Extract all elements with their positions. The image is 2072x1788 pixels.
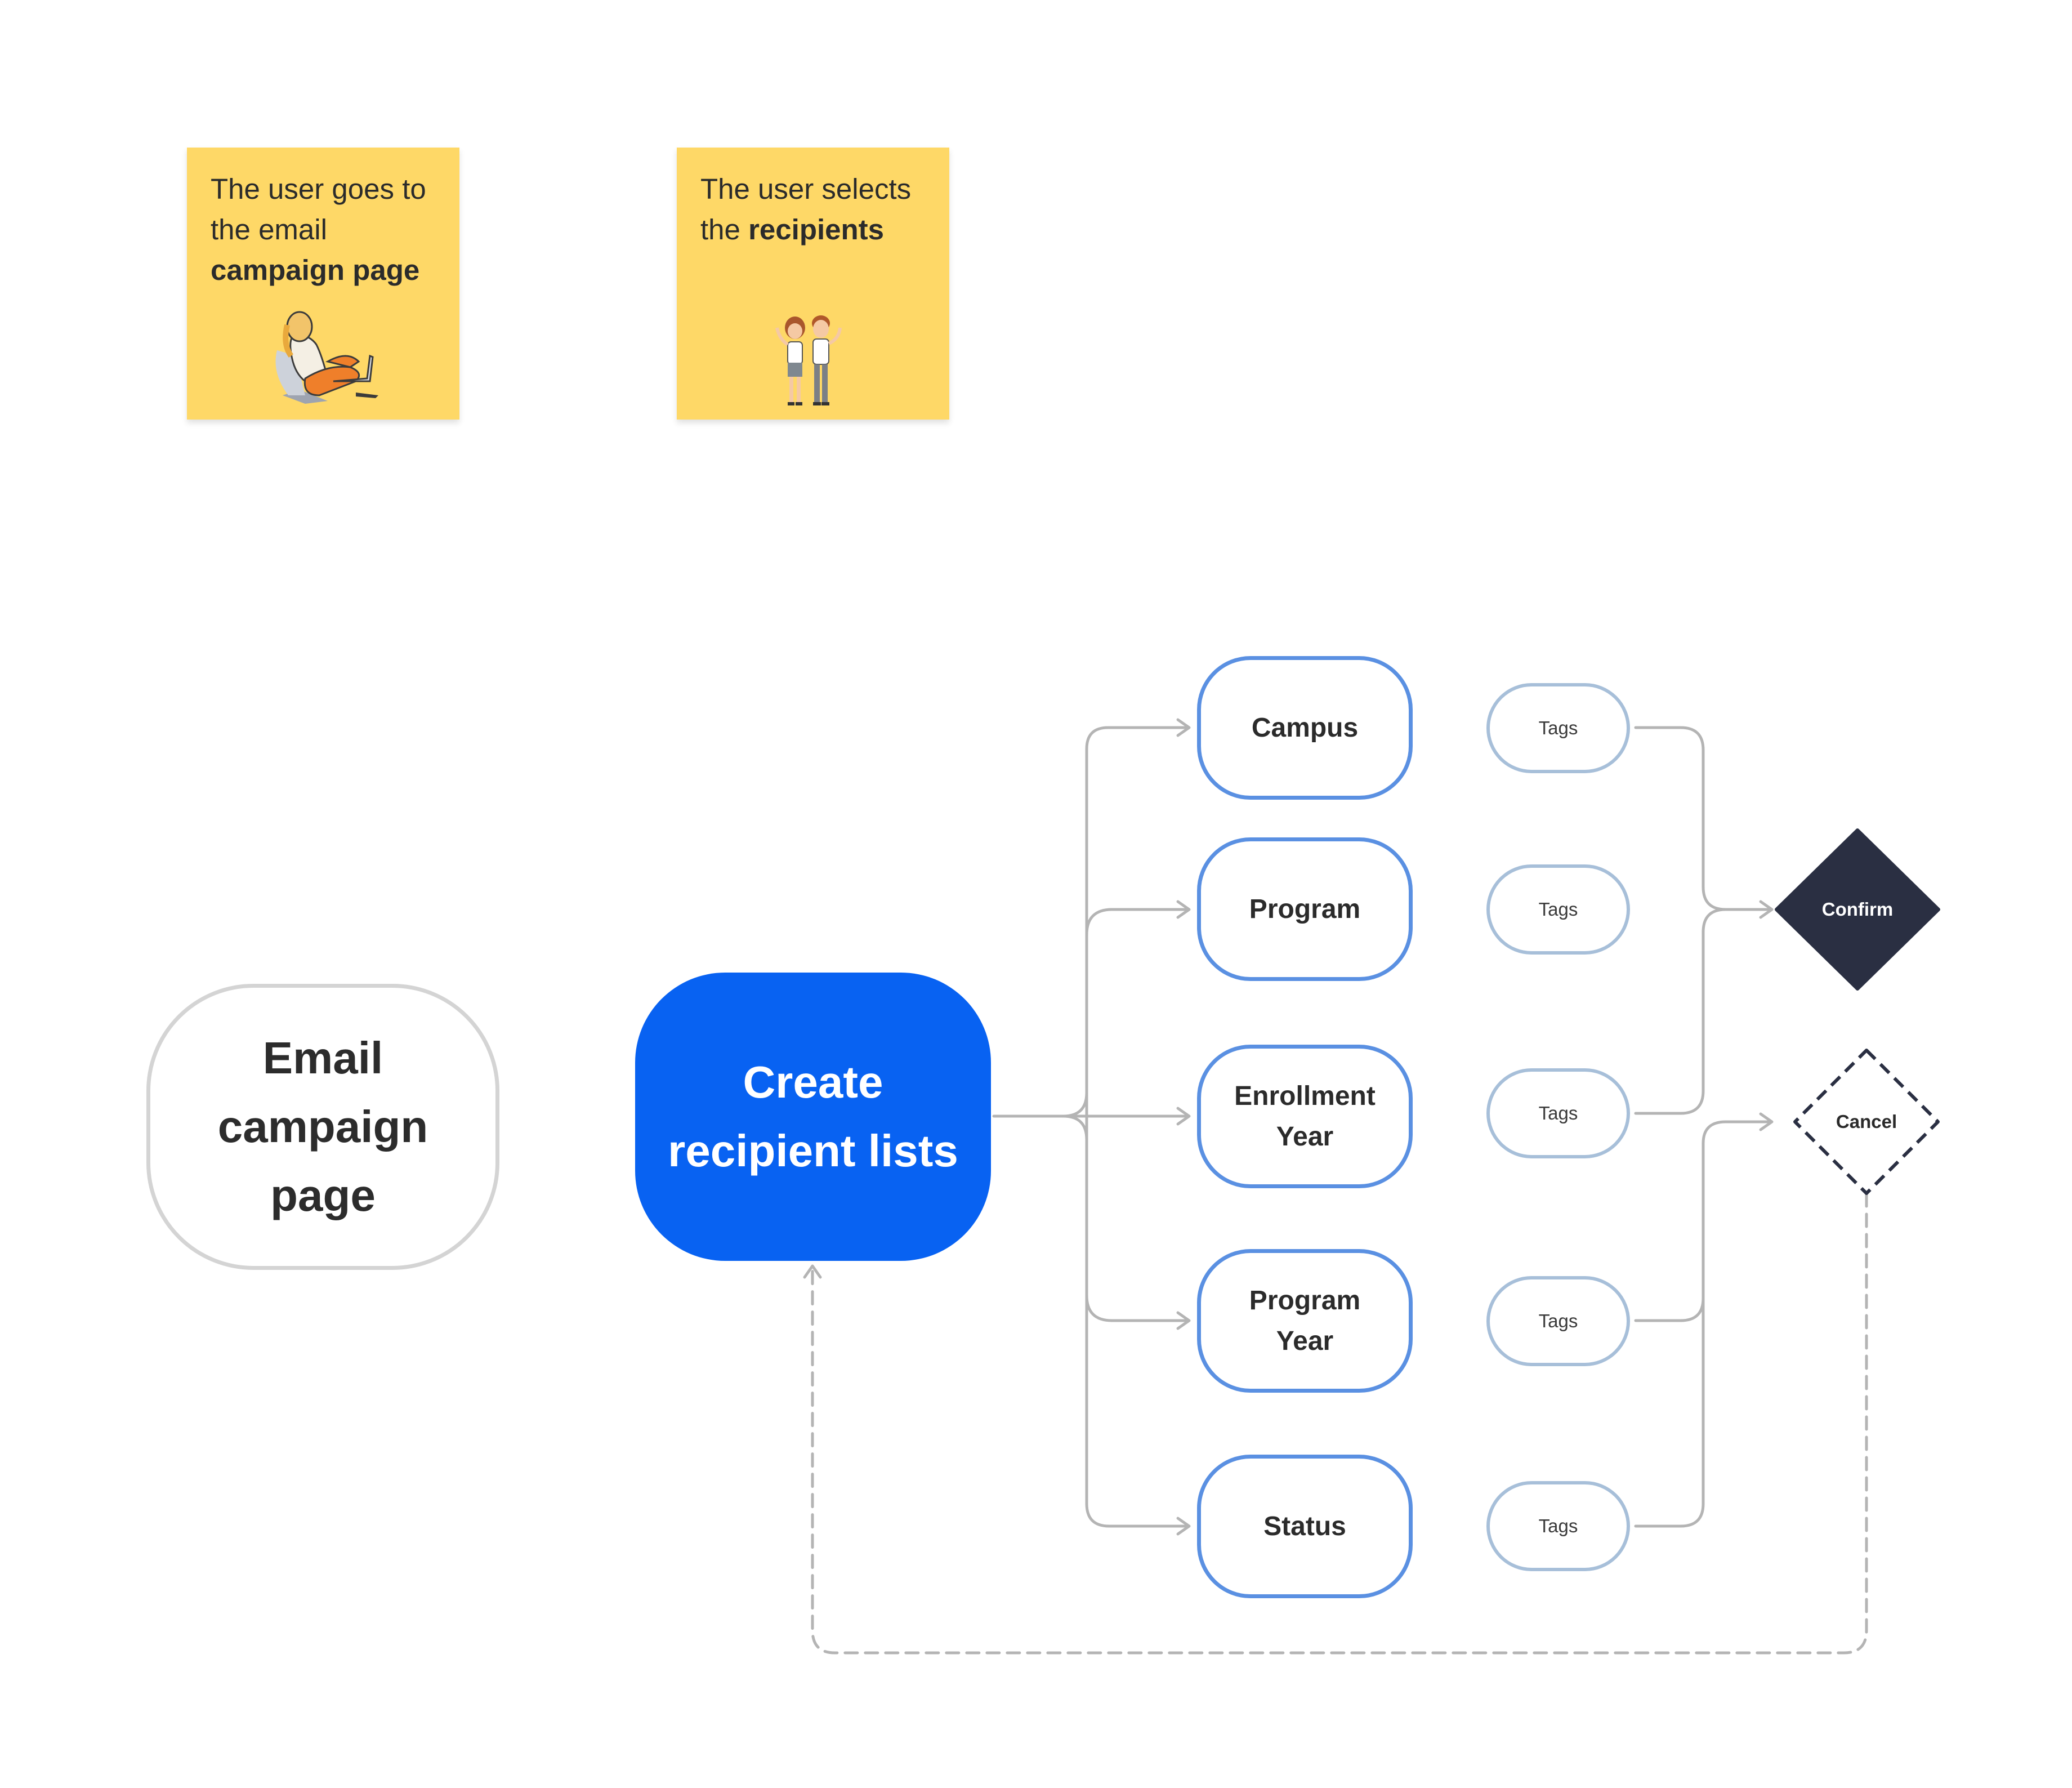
node-label-line: recipient lists bbox=[668, 1126, 958, 1176]
connector-tag-campus bbox=[1634, 726, 1772, 911]
connector-to-program bbox=[1085, 908, 1190, 937]
tags-node-program-year[interactable]: Tags bbox=[1486, 1276, 1630, 1366]
sticky-line: the email bbox=[211, 213, 327, 246]
connector-to-status bbox=[1085, 1294, 1190, 1528]
node-label: Email campaign page bbox=[218, 1024, 428, 1230]
filter-label: Program bbox=[1249, 894, 1361, 924]
connector-to-campus bbox=[1061, 726, 1190, 1118]
filter-label: Status bbox=[1263, 1511, 1346, 1541]
filter-node-program[interactable]: Program bbox=[1197, 837, 1413, 981]
create-recipient-lists-node[interactable]: Create recipient lists bbox=[635, 973, 991, 1261]
tags-node-enrollment-year[interactable]: Tags bbox=[1486, 1068, 1630, 1158]
filter-label: Program bbox=[1249, 1285, 1361, 1316]
cancel-diamond bbox=[1793, 1049, 1940, 1195]
filter-label: Year bbox=[1276, 1326, 1334, 1356]
sticky-line: The user selects bbox=[700, 173, 912, 205]
tags-node-campus[interactable]: Tags bbox=[1486, 683, 1630, 773]
connector-cancel-return bbox=[811, 1192, 1868, 1655]
node-label: Create recipient lists bbox=[668, 1048, 958, 1185]
sticky-note-goes-to-page[interactable]: The user goes to the email campaign page bbox=[187, 148, 459, 420]
sticky-line: The user goes to bbox=[211, 173, 426, 205]
filter-node-program-year[interactable]: Program Year bbox=[1197, 1249, 1413, 1393]
filter-node-enrollment-year[interactable]: Enrollment Year bbox=[1197, 1045, 1413, 1188]
connector-tag-enrollment bbox=[1634, 908, 1727, 1115]
cancel-button[interactable]: Cancel bbox=[1795, 1050, 1938, 1193]
sticky-note-selects-recipients[interactable]: The user selects the recipients bbox=[677, 148, 949, 420]
cancel-label: Cancel bbox=[1836, 1111, 1897, 1132]
filter-node-campus[interactable]: Campus bbox=[1197, 656, 1413, 800]
connector-tag-status bbox=[1634, 1142, 1705, 1528]
email-campaign-page-node[interactable]: Email campaign page bbox=[146, 984, 499, 1270]
tags-node-status[interactable]: Tags bbox=[1486, 1481, 1630, 1571]
filter-node-status[interactable]: Status bbox=[1197, 1455, 1413, 1598]
filter-label: Year bbox=[1276, 1121, 1334, 1152]
filter-label: Campus bbox=[1251, 712, 1359, 743]
tag-label: Tags bbox=[1538, 1310, 1578, 1331]
tag-label: Tags bbox=[1538, 899, 1578, 920]
connector-to-program-year bbox=[1061, 1114, 1190, 1322]
filter-label: Enrollment bbox=[1234, 1081, 1376, 1111]
confirm-label: Confirm bbox=[1821, 899, 1894, 920]
two-students-waving-icon bbox=[775, 315, 842, 405]
confirm-diamond bbox=[1775, 828, 1940, 991]
node-label-line: campaign bbox=[217, 1102, 428, 1152]
tag-label: Tags bbox=[1538, 1103, 1578, 1123]
sticky-line: the bbox=[700, 213, 749, 246]
node-label-line: Create bbox=[743, 1057, 883, 1107]
sticky-bold-line: recipients bbox=[748, 213, 885, 246]
sticky-note-text: The user goes to the email campaign page bbox=[211, 169, 443, 291]
tag-label: Tags bbox=[1538, 1515, 1578, 1536]
tags-node-program[interactable]: Tags bbox=[1486, 864, 1630, 955]
person-sitting-with-laptop-icon bbox=[275, 311, 378, 404]
node-label-line: page bbox=[270, 1170, 376, 1220]
node-label-line: Email bbox=[262, 1033, 383, 1083]
confirm-button[interactable]: Confirm bbox=[1776, 830, 1939, 989]
sticky-bold-line: campaign page bbox=[211, 254, 420, 286]
sticky-note-text: The user selects the recipients bbox=[700, 169, 932, 250]
tag-label: Tags bbox=[1538, 717, 1578, 738]
